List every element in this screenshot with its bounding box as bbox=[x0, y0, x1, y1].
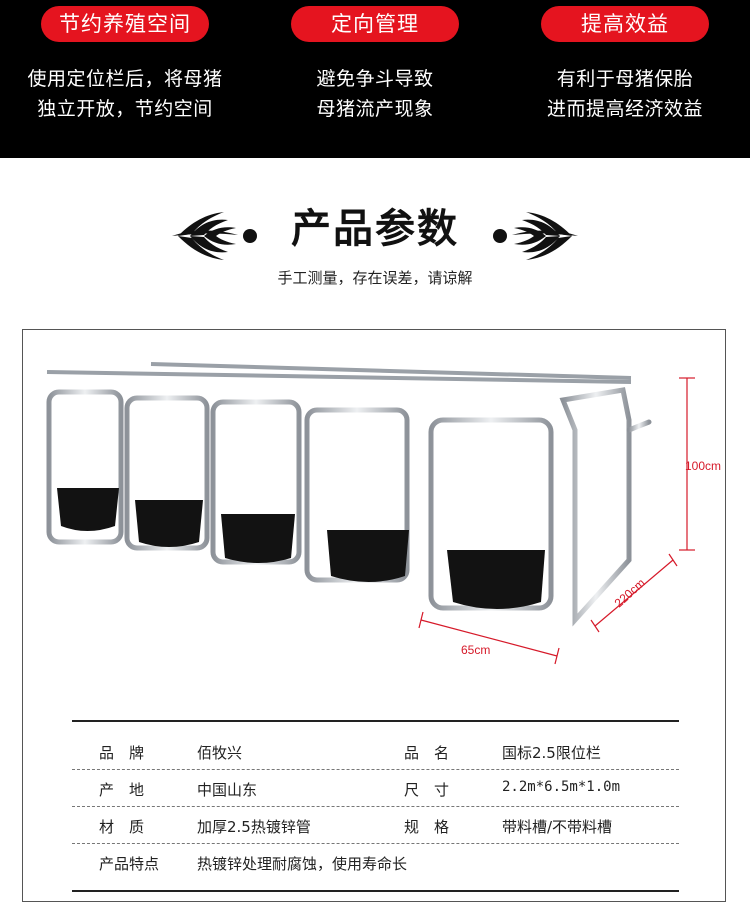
table-bottom-rule bbox=[72, 890, 679, 892]
feature-title: 节约养殖空间 bbox=[41, 6, 209, 42]
feature-line: 使用定位栏后，将母猪 bbox=[27, 68, 223, 90]
spec-value: 国标2.5限位栏 bbox=[502, 744, 601, 762]
feature-line: 避免争斗导致 bbox=[316, 68, 434, 90]
table-row: 材 质 加厚2.5热镀锌管 规 格 带料槽/不带料槽 bbox=[72, 807, 679, 844]
right-flourish-icon bbox=[493, 212, 578, 260]
feature-line: 独立开放，节约空间 bbox=[37, 98, 213, 120]
feature-description: 避免争斗导致 母猪流产现象 bbox=[250, 64, 500, 124]
feature-directed-management: 定向管理 避免争斗导致 母猪流产现象 bbox=[250, 0, 500, 158]
spec-key: 产 地 bbox=[99, 781, 145, 799]
feature-space-saving: 节约养殖空间 使用定位栏后，将母猪 独立开放，节约空间 bbox=[0, 0, 250, 158]
left-flourish-icon bbox=[172, 212, 257, 260]
width-label: 65cm bbox=[461, 643, 490, 657]
feature-title: 定向管理 bbox=[291, 6, 459, 42]
height-label: 100cm bbox=[685, 459, 721, 473]
feature-line: 进而提高经济效益 bbox=[546, 98, 703, 120]
feature-banner: 节约养殖空间 使用定位栏后，将母猪 独立开放，节约空间 定向管理 避免争斗导致 … bbox=[0, 0, 750, 158]
spec-key: 材 质 bbox=[99, 818, 145, 836]
table-top-rule bbox=[72, 720, 679, 722]
feature-description: 使用定位栏后，将母猪 独立开放，节约空间 bbox=[0, 64, 250, 124]
section-title: 产品参数 bbox=[291, 206, 459, 252]
spec-value: 佰牧兴 bbox=[197, 744, 243, 762]
spec-value: 加厚2.5热镀锌管 bbox=[197, 818, 311, 836]
spec-value: 中国山东 bbox=[197, 781, 258, 799]
spec-key: 产品特点 bbox=[99, 855, 160, 873]
feature-efficiency: 提高效益 有利于母猪保胎 进而提高经济效益 bbox=[500, 0, 750, 158]
feature-line: 有利于母猪保胎 bbox=[556, 68, 694, 90]
spec-value: 带料槽/不带料槽 bbox=[502, 818, 613, 836]
spec-value: 热镀锌处理耐腐蚀，使用寿命长 bbox=[197, 855, 408, 873]
table-row: 产品特点 热镀锌处理耐腐蚀，使用寿命长 bbox=[72, 844, 679, 880]
spec-key: 尺 寸 bbox=[404, 781, 450, 799]
sow-stall-illustration: 100cm 220cm 65cm bbox=[46, 362, 721, 665]
spec-key: 品 名 bbox=[404, 744, 450, 762]
spec-key: 品 牌 bbox=[99, 744, 145, 762]
feature-line: 母猪流产现象 bbox=[316, 98, 434, 120]
feature-description: 有利于母猪保胎 进而提高经济效益 bbox=[500, 64, 750, 124]
table-row: 产 地 中国山东 尺 寸 2.2m*6.5m*1.0m bbox=[72, 770, 679, 807]
spec-table: 品 牌 佰牧兴 品 名 国标2.5限位栏 产 地 中国山东 尺 寸 2.2m*6… bbox=[72, 720, 679, 892]
feature-title: 提高效益 bbox=[541, 6, 709, 42]
section-subtitle: 手工测量，存在误差，请谅解 bbox=[277, 269, 473, 287]
spec-key: 规 格 bbox=[404, 818, 450, 836]
table-row: 品 牌 佰牧兴 品 名 国标2.5限位栏 bbox=[72, 733, 679, 770]
spec-value: 2.2m*6.5m*1.0m bbox=[502, 779, 621, 795]
length-label: 220cm bbox=[612, 576, 648, 611]
